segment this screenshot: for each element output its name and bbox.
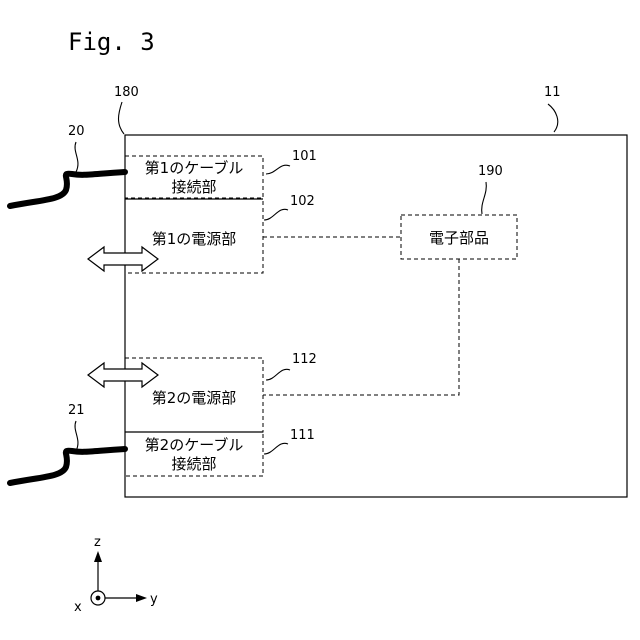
leader-cable-1 (75, 142, 78, 172)
ref-power-2: 112 (292, 352, 317, 367)
leader-side-wall (119, 102, 125, 134)
double-arrow-lower-icon (88, 363, 158, 387)
power-1-label: 第1の電源部 (152, 230, 237, 248)
cable-1 (10, 172, 125, 206)
wire-electronic-to-power-2 (263, 259, 459, 395)
ref-cable-1: 20 (68, 124, 85, 139)
connector-1-label-line2: 接続部 (171, 178, 216, 196)
connector-1-label-line1: 第1のケーブル (145, 159, 244, 177)
leader-connector-2 (264, 443, 288, 454)
connector-2-label-line1: 第2のケーブル (145, 436, 244, 454)
electronic-component-label: 電子部品 (429, 229, 489, 247)
power-2-label: 第2の電源部 (152, 389, 237, 407)
ref-electronic: 190 (478, 164, 503, 179)
figure-title: Fig. 3 (68, 28, 155, 56)
connector-2-label-line2: 接続部 (171, 455, 216, 473)
ref-connector-1: 101 (292, 149, 317, 164)
leader-power-1 (264, 209, 288, 220)
ref-device: 11 (544, 85, 561, 100)
y-axis-arrow-icon (136, 594, 147, 602)
leader-device (548, 104, 558, 132)
coordinate-axes: z y x (74, 535, 158, 615)
axis-label-x: x (74, 600, 82, 615)
ref-cable-2: 21 (68, 403, 85, 418)
leader-connector-1 (266, 165, 290, 174)
leader-cable-2 (75, 421, 78, 451)
axis-label-y: y (150, 592, 158, 607)
ref-side-wall: 180 (114, 85, 139, 100)
ref-connector-2: 111 (290, 428, 315, 443)
leader-electronic (482, 182, 487, 214)
double-arrow-upper-icon (88, 247, 158, 271)
ref-power-1: 102 (290, 194, 315, 209)
z-axis-arrow-icon (94, 551, 102, 562)
cable-2 (10, 449, 125, 483)
leader-power-2 (266, 369, 290, 380)
axis-label-z: z (94, 535, 101, 550)
